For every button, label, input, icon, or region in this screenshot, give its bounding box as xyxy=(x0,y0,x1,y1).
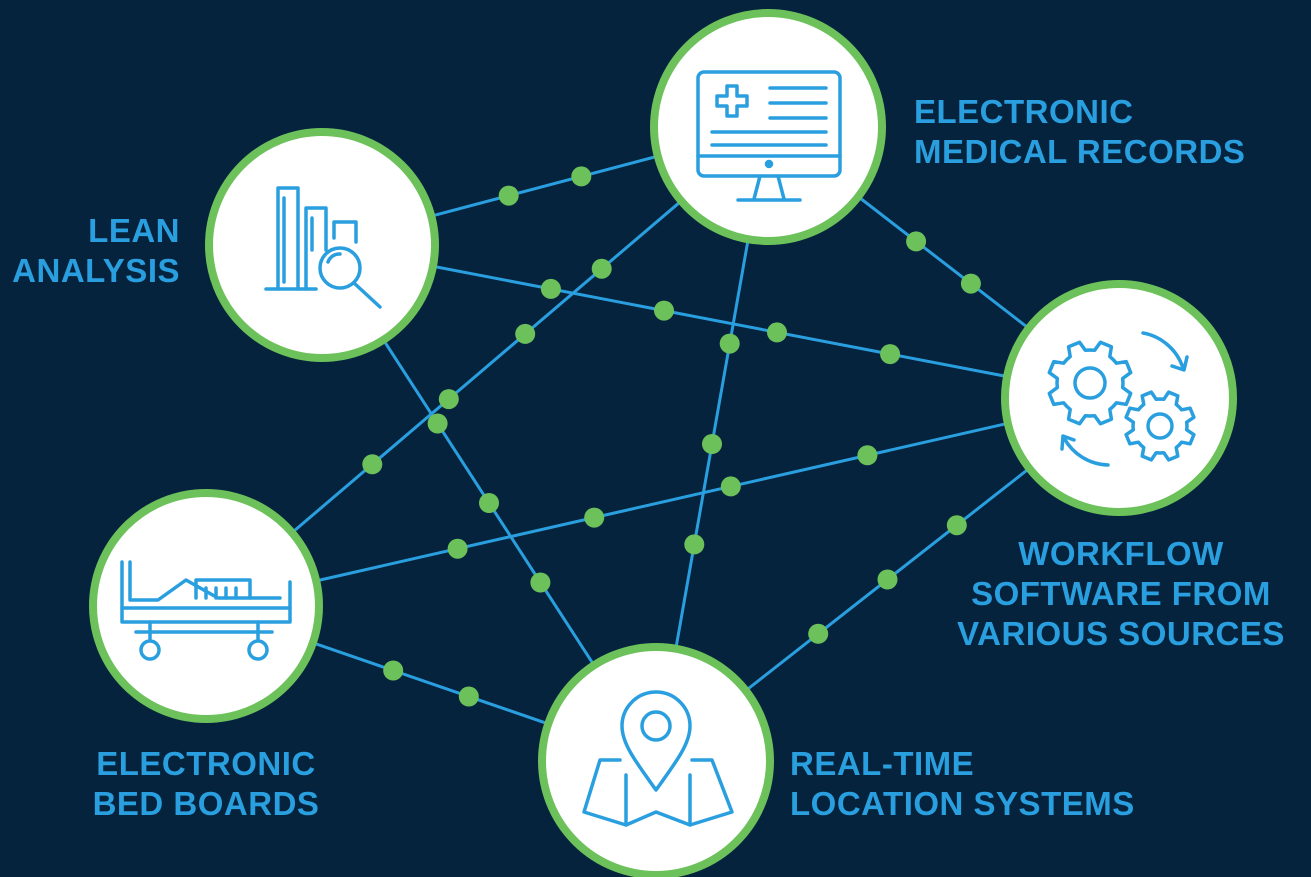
label-line: ELECTRONIC xyxy=(96,745,316,782)
connection-dot xyxy=(684,534,705,555)
label-workflow: WORKFLOW SOFTWARE FROM VARIOUS SOURCES xyxy=(950,534,1292,654)
label-line: BED BOARDS xyxy=(92,785,320,822)
label-line: LEAN xyxy=(88,212,180,249)
connection-dot xyxy=(720,476,741,497)
connection-line-emr-bed xyxy=(205,125,769,608)
connection-dot xyxy=(906,231,927,252)
label-emr: ELECTRONIC MEDICAL RECORDS xyxy=(914,92,1245,172)
label-line: ELECTRONIC xyxy=(914,93,1134,130)
connection-dots xyxy=(362,166,981,707)
connection-dot xyxy=(479,493,499,513)
gear-hole xyxy=(1146,412,1174,440)
connection-dot xyxy=(877,569,898,590)
label-line: SOFTWARE FROM xyxy=(971,575,1271,612)
node-circle xyxy=(1001,280,1237,516)
connection-line-workflow-bed xyxy=(205,396,1120,608)
connection-dot xyxy=(362,454,383,475)
node-circle xyxy=(538,643,774,877)
gear-large-icon xyxy=(1047,340,1133,426)
connection-dot xyxy=(458,686,479,707)
connection-dot xyxy=(960,273,981,294)
node-lean xyxy=(205,128,439,362)
label-line: VARIOUS SOURCES xyxy=(957,615,1285,652)
connection-dot xyxy=(438,389,459,410)
connection-dot xyxy=(591,258,612,279)
connection-dot xyxy=(880,344,901,365)
label-line: ANALYSIS xyxy=(12,252,180,289)
monitor-medical-icon xyxy=(696,70,842,202)
connection-dot xyxy=(383,660,404,681)
connection-dot xyxy=(540,278,561,299)
node-workflow xyxy=(1001,280,1237,516)
label-line: LOCATION SYSTEMS xyxy=(790,785,1135,822)
map-pin-icon xyxy=(582,690,734,827)
gear-outline xyxy=(1047,340,1133,426)
connection-dot xyxy=(857,445,878,466)
gear-hole xyxy=(1073,366,1107,400)
connection-dot xyxy=(719,333,740,354)
node-bed xyxy=(89,489,323,723)
hospital-bed-icon xyxy=(120,560,292,661)
connection-dot xyxy=(584,507,605,528)
gear-small-icon xyxy=(1124,390,1196,462)
connection-dot xyxy=(427,413,448,434)
connection-dot xyxy=(946,515,967,536)
gears-cycle-icon xyxy=(1047,331,1196,467)
gear-outline xyxy=(1124,390,1196,462)
connection-dot xyxy=(498,185,519,206)
connection-dot xyxy=(447,538,468,559)
connection-line-lean-workflow xyxy=(321,243,1120,400)
node-emr xyxy=(650,9,886,245)
label-bed: ELECTRONIC BED BOARDS xyxy=(80,744,332,824)
label-line: REAL-TIME xyxy=(790,745,975,782)
label-line: MEDICAL RECORDS xyxy=(914,133,1246,170)
connection-dot xyxy=(654,300,674,321)
label-line: WORKFLOW xyxy=(1018,535,1224,572)
node-circle xyxy=(650,9,886,245)
label-rtls: REAL-TIME LOCATION SYSTEMS xyxy=(790,744,1135,824)
connection-dot xyxy=(530,572,551,593)
node-circle xyxy=(205,128,439,362)
label-lean: LEAN ANALYSIS xyxy=(10,211,180,291)
connection-dot xyxy=(767,322,787,343)
connection-dot xyxy=(702,434,722,454)
connection-dot xyxy=(571,166,592,187)
bar-chart-magnifier-icon xyxy=(264,186,382,309)
node-circle xyxy=(89,489,323,723)
node-rtls xyxy=(538,643,774,877)
connection-dot xyxy=(515,323,536,344)
connection-dot xyxy=(808,623,829,644)
